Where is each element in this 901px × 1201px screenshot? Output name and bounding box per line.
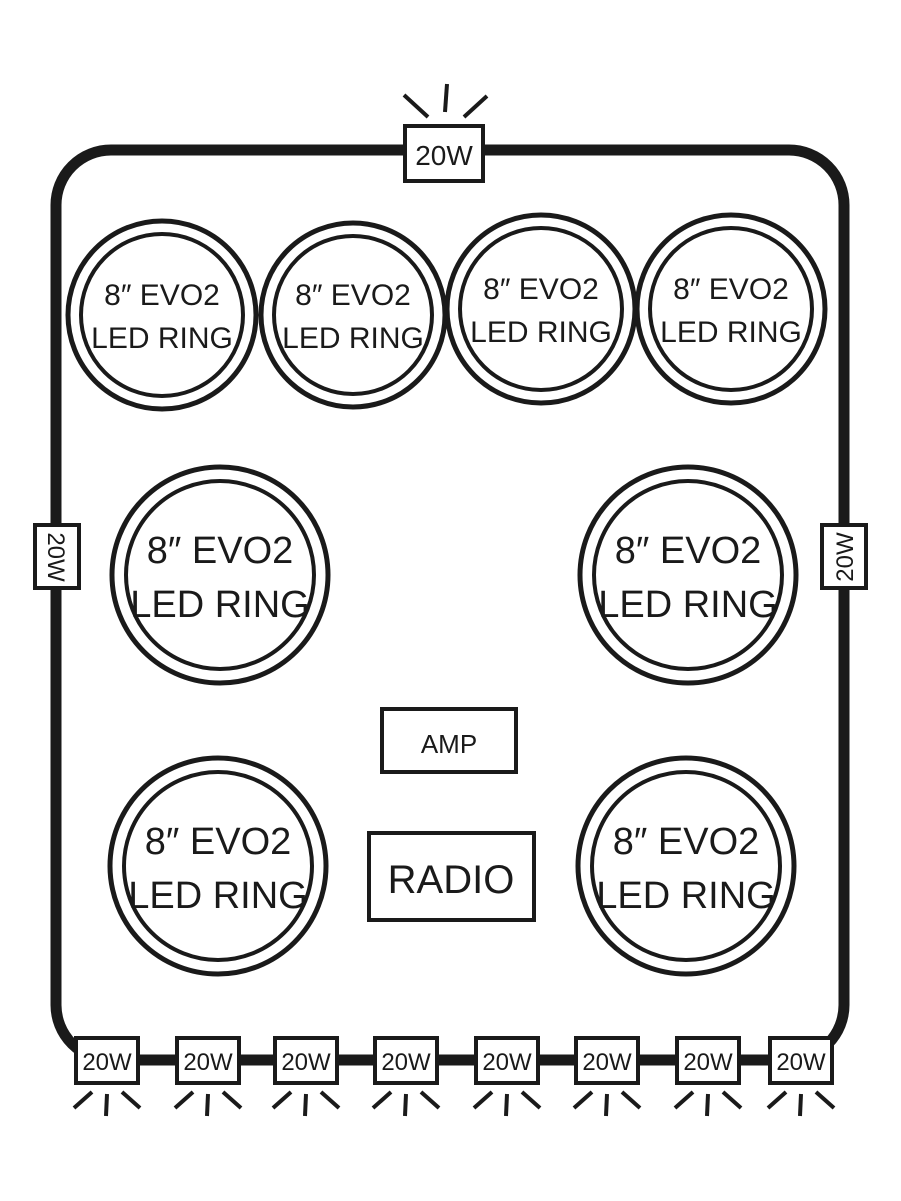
speaker-label-line1: 8″ EVO2	[615, 530, 762, 572]
light-label: 20W	[42, 532, 69, 582]
light-label: 20W	[183, 1049, 233, 1076]
radio-box[interactable]: RADIO	[367, 831, 536, 922]
speaker-label-line1: 8″ EVO2	[295, 279, 411, 312]
light-right[interactable]: 20W	[820, 523, 868, 590]
speaker-top-1[interactable]: 8″ EVO2 LED RING	[65, 218, 259, 412]
light-label: 20W	[482, 1049, 532, 1076]
light-label: 20W	[381, 1049, 431, 1076]
speaker-top-3[interactable]: 8″ EVO2 LED RING	[444, 212, 638, 406]
light-label: 20W	[281, 1049, 331, 1076]
speaker-label-line1: 8″ EVO2	[613, 821, 760, 863]
speaker-label-line2: LED RING	[470, 316, 612, 349]
speaker-top-2[interactable]: 8″ EVO2 LED RING	[258, 220, 448, 410]
light-label: 20W	[683, 1049, 733, 1076]
speaker-label-line2: LED RING	[128, 875, 307, 917]
speaker-bottom-right[interactable]: 8″ EVO2 LED RING	[575, 755, 797, 977]
light-bottom-3[interactable]: 20W	[271, 1036, 341, 1117]
speaker-label-line1: 8″ EVO2	[483, 273, 599, 306]
speaker-label-line1: 8″ EVO2	[104, 279, 220, 312]
speaker-label-line2: LED RING	[91, 322, 233, 355]
speaker-label-line1: 8″ EVO2	[673, 273, 789, 306]
light-bottom-6[interactable]: 20W	[572, 1036, 642, 1117]
amp-box[interactable]: AMP	[380, 707, 518, 774]
speaker-label-line2: LED RING	[598, 584, 777, 626]
light-label: 20W	[415, 140, 473, 171]
light-bottom-8[interactable]: 20W	[766, 1036, 836, 1117]
speaker-label-line2: LED RING	[596, 875, 775, 917]
light-label: 20W	[776, 1049, 826, 1076]
light-label: 20W	[82, 1049, 132, 1076]
light-bottom-4[interactable]: 20W	[371, 1036, 441, 1117]
light-bottom-2[interactable]: 20W	[173, 1036, 243, 1117]
speaker-label-line2: LED RING	[130, 584, 309, 626]
speaker-top-4[interactable]: 8″ EVO2 LED RING	[634, 212, 828, 406]
speaker-label-line1: 8″ EVO2	[145, 821, 292, 863]
radio-label: RADIO	[388, 858, 515, 902]
speaker-bottom-left[interactable]: 8″ EVO2 LED RING	[107, 755, 329, 977]
light-left[interactable]: 20W	[33, 523, 81, 590]
amp-label: AMP	[421, 729, 477, 759]
light-bottom-5[interactable]: 20W	[472, 1036, 542, 1117]
light-bottom-1[interactable]: 20W	[72, 1036, 142, 1117]
speaker-middle-right[interactable]: 8″ EVO2 LED RING	[577, 464, 799, 686]
speaker-middle-left[interactable]: 8″ EVO2 LED RING	[109, 464, 331, 686]
speaker-label-line1: 8″ EVO2	[147, 530, 294, 572]
light-label: 20W	[832, 532, 859, 582]
light-bottom-7[interactable]: 20W	[673, 1036, 743, 1117]
speaker-label-line2: LED RING	[660, 316, 802, 349]
speaker-label-line2: LED RING	[282, 322, 424, 355]
light-label: 20W	[582, 1049, 632, 1076]
light-top[interactable]: 20W	[402, 83, 489, 183]
